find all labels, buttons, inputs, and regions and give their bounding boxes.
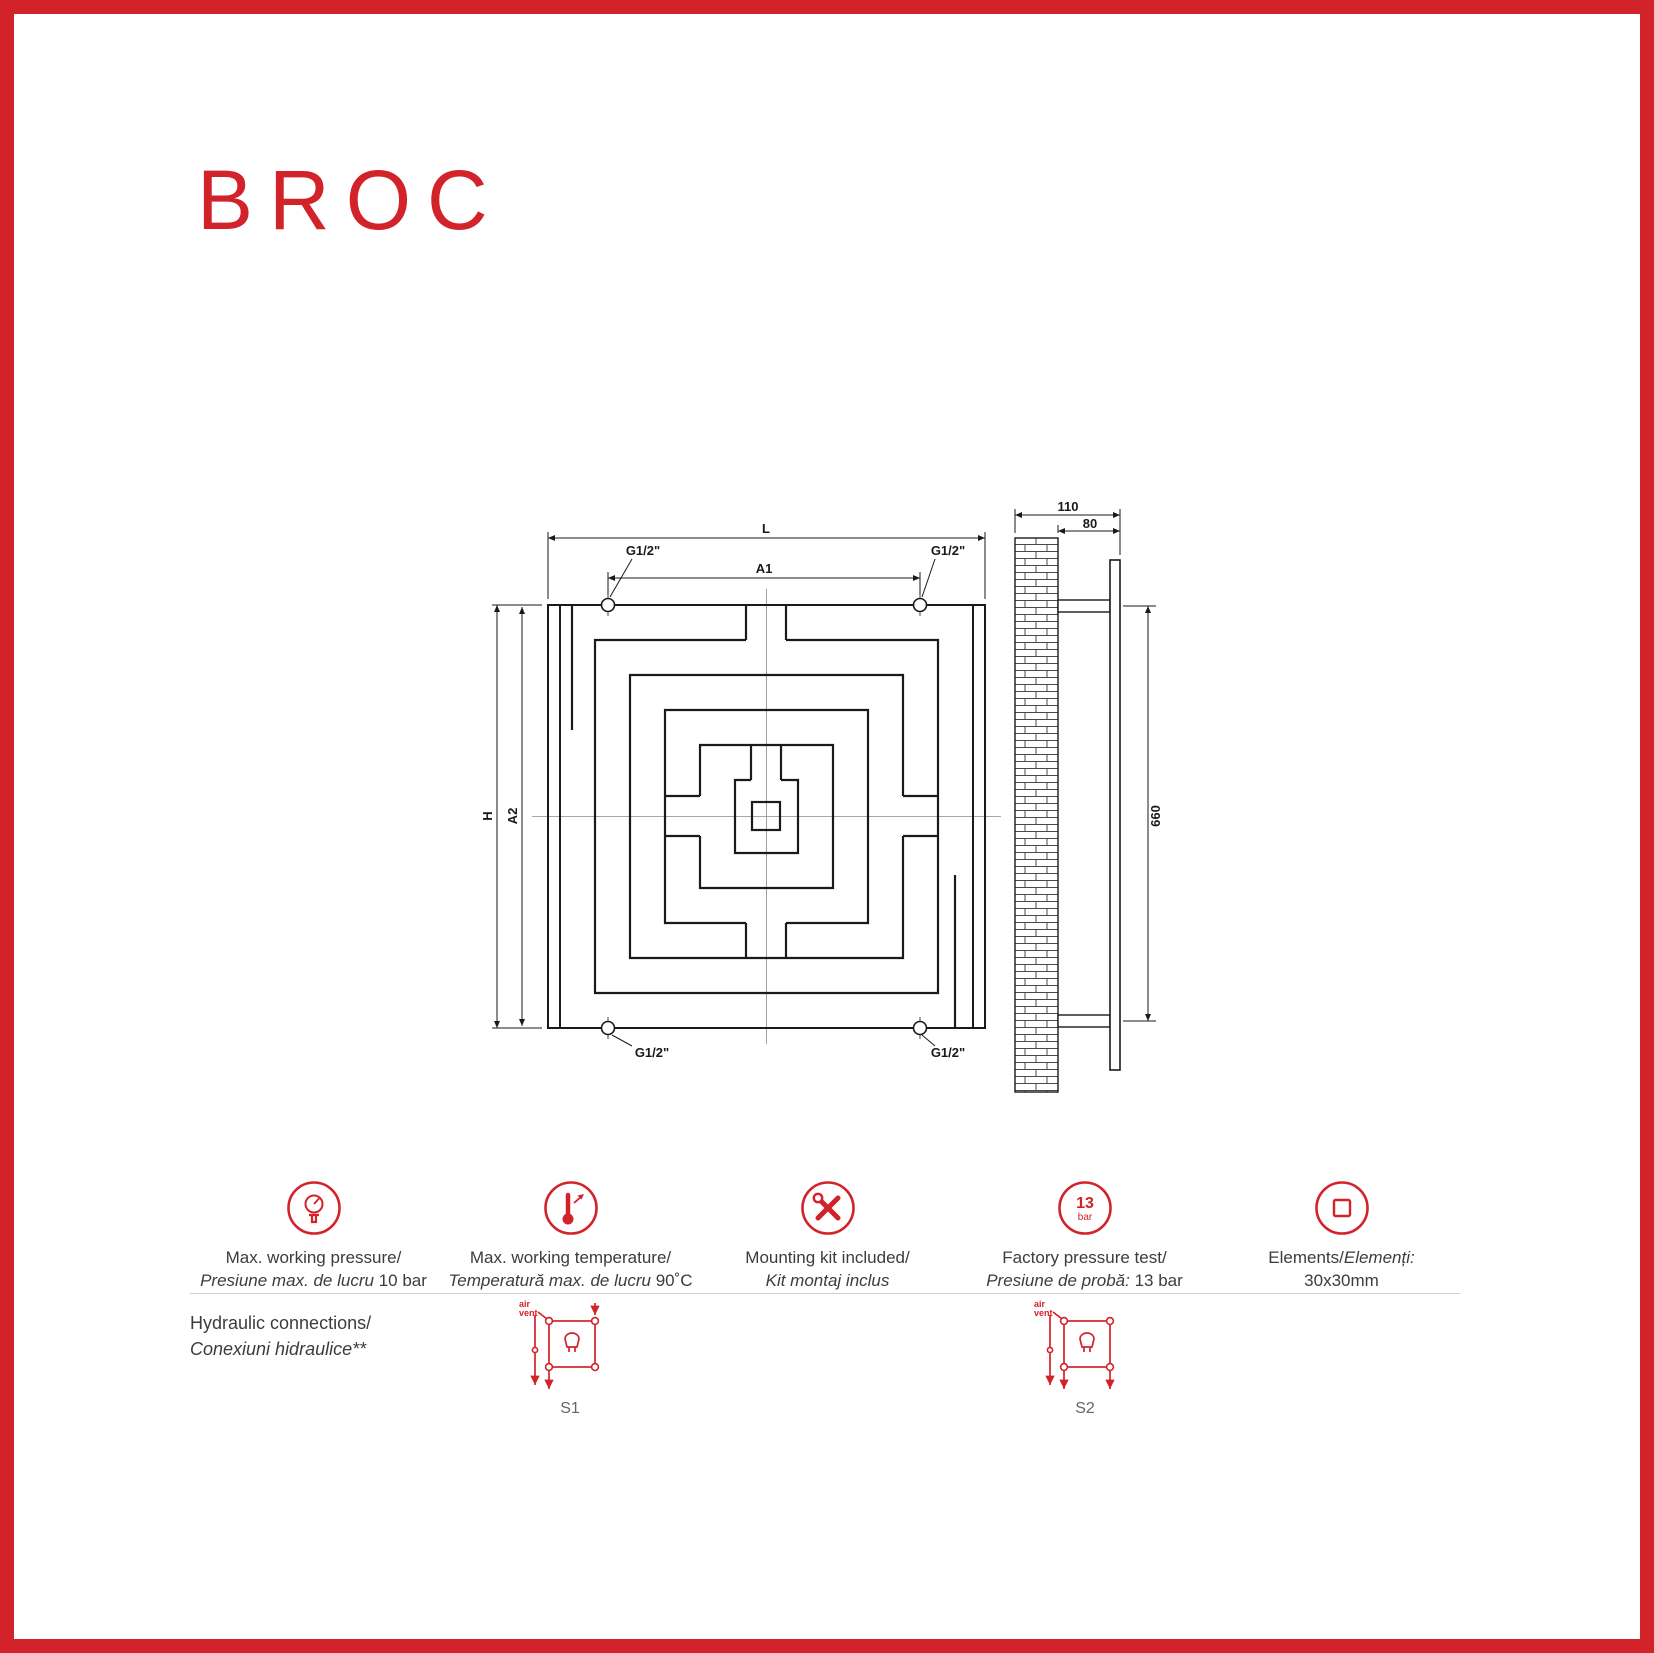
technical-drawing: L A1 H A2 G1/2" G1/2" G1/2" G1/2" 110 80… — [480, 495, 1180, 1120]
hydraulic-scheme-s2: air vent — [1030, 1295, 1140, 1405]
label-110: 110 — [1058, 499, 1079, 514]
side-view — [1014, 537, 1121, 1093]
bottom-bracket — [1057, 1014, 1111, 1028]
spec-max-pressure: Max. working pressure/ Presiune max. de … — [185, 1180, 442, 1292]
square-element-icon — [1314, 1180, 1370, 1236]
hydraulic-title-line1: Hydraulic connections/ — [190, 1313, 372, 1333]
spec-line2: Presiune de probă: 13 bar — [986, 1271, 1183, 1290]
svg-text:bar: bar — [1077, 1212, 1092, 1223]
pressure-gauge-icon — [286, 1180, 342, 1236]
section-divider — [190, 1293, 1460, 1294]
front-view-frame — [547, 604, 986, 1029]
radiator-panel-edge — [1109, 559, 1121, 1071]
spec-pressure-test: 13 bar Factory pressure test/ Presiune d… — [956, 1180, 1213, 1292]
label-conn-br: G1/2" — [931, 1045, 965, 1060]
s2-label: S2 — [1075, 1400, 1095, 1417]
spec-line1: Elements/Elemenți: — [1268, 1248, 1415, 1267]
air-vent-label: vent — [519, 1308, 538, 1318]
spec-elements: Elements/Elemenți: 30x30mm — [1213, 1180, 1470, 1292]
spec-max-temperature: Max. working temperature/ Temperatură ma… — [442, 1180, 699, 1292]
spec-line2: Kit montaj inclus — [765, 1271, 890, 1290]
label-A2: A2 — [505, 808, 520, 825]
tools-icon — [800, 1180, 856, 1236]
s1-label: S1 — [560, 1400, 580, 1417]
thermometer-icon — [543, 1180, 599, 1236]
label-H: H — [480, 811, 495, 820]
air-vent-label: vent — [1034, 1308, 1053, 1318]
label-conn-bl: G1/2" — [635, 1045, 669, 1060]
wall-section — [1014, 537, 1059, 1093]
center-lines — [532, 589, 1001, 1044]
label-L: L — [762, 521, 770, 536]
spec-line2: 30x30mm — [1304, 1271, 1379, 1290]
dimension-labels: L A1 H A2 G1/2" G1/2" G1/2" G1/2" 110 80… — [480, 499, 1163, 1060]
top-bracket — [1057, 599, 1111, 613]
label-660: 660 — [1148, 805, 1163, 827]
svg-text:13: 13 — [1076, 1195, 1094, 1212]
label-80: 80 — [1083, 516, 1097, 531]
spec-line1: Mounting kit included/ — [745, 1248, 910, 1267]
hydraulic-connections-title: Hydraulic connections/ Conexiuni hidraul… — [190, 1310, 371, 1362]
13-bar-icon: 13 bar — [1057, 1180, 1113, 1236]
label-conn-tl: G1/2" — [626, 543, 660, 558]
spec-line2: Temperatură max. de lucru 90˚C — [448, 1271, 693, 1290]
connection-points — [597, 594, 931, 1039]
dimension-lines — [492, 509, 1156, 1047]
label-conn-tr: G1/2" — [931, 543, 965, 558]
maze-pattern — [570, 605, 957, 1028]
spec-line1: Factory pressure test/ — [1002, 1248, 1167, 1267]
specs-row: Max. working pressure/ Presiune max. de … — [185, 1180, 1470, 1292]
spec-line1: Max. working temperature/ — [469, 1248, 672, 1267]
spec-line1: Max. working pressure/ — [225, 1248, 402, 1267]
air-vent-label: air — [1034, 1299, 1046, 1309]
page-title: BROC — [197, 153, 504, 247]
technical-drawing-svg: L A1 H A2 G1/2" G1/2" G1/2" G1/2" 110 80… — [480, 499, 1163, 1093]
hydraulic-scheme-s1: air vent — [515, 1295, 625, 1405]
air-vent-label: air — [519, 1299, 531, 1309]
hydraulic-title-line2: Conexiuni hidraulice** — [190, 1339, 367, 1359]
label-A1: A1 — [756, 561, 773, 576]
spec-line2: Presiune max. de lucru 10 bar — [200, 1271, 427, 1290]
spec-mounting-kit: Mounting kit included/ Kit montaj inclus — [699, 1180, 956, 1292]
